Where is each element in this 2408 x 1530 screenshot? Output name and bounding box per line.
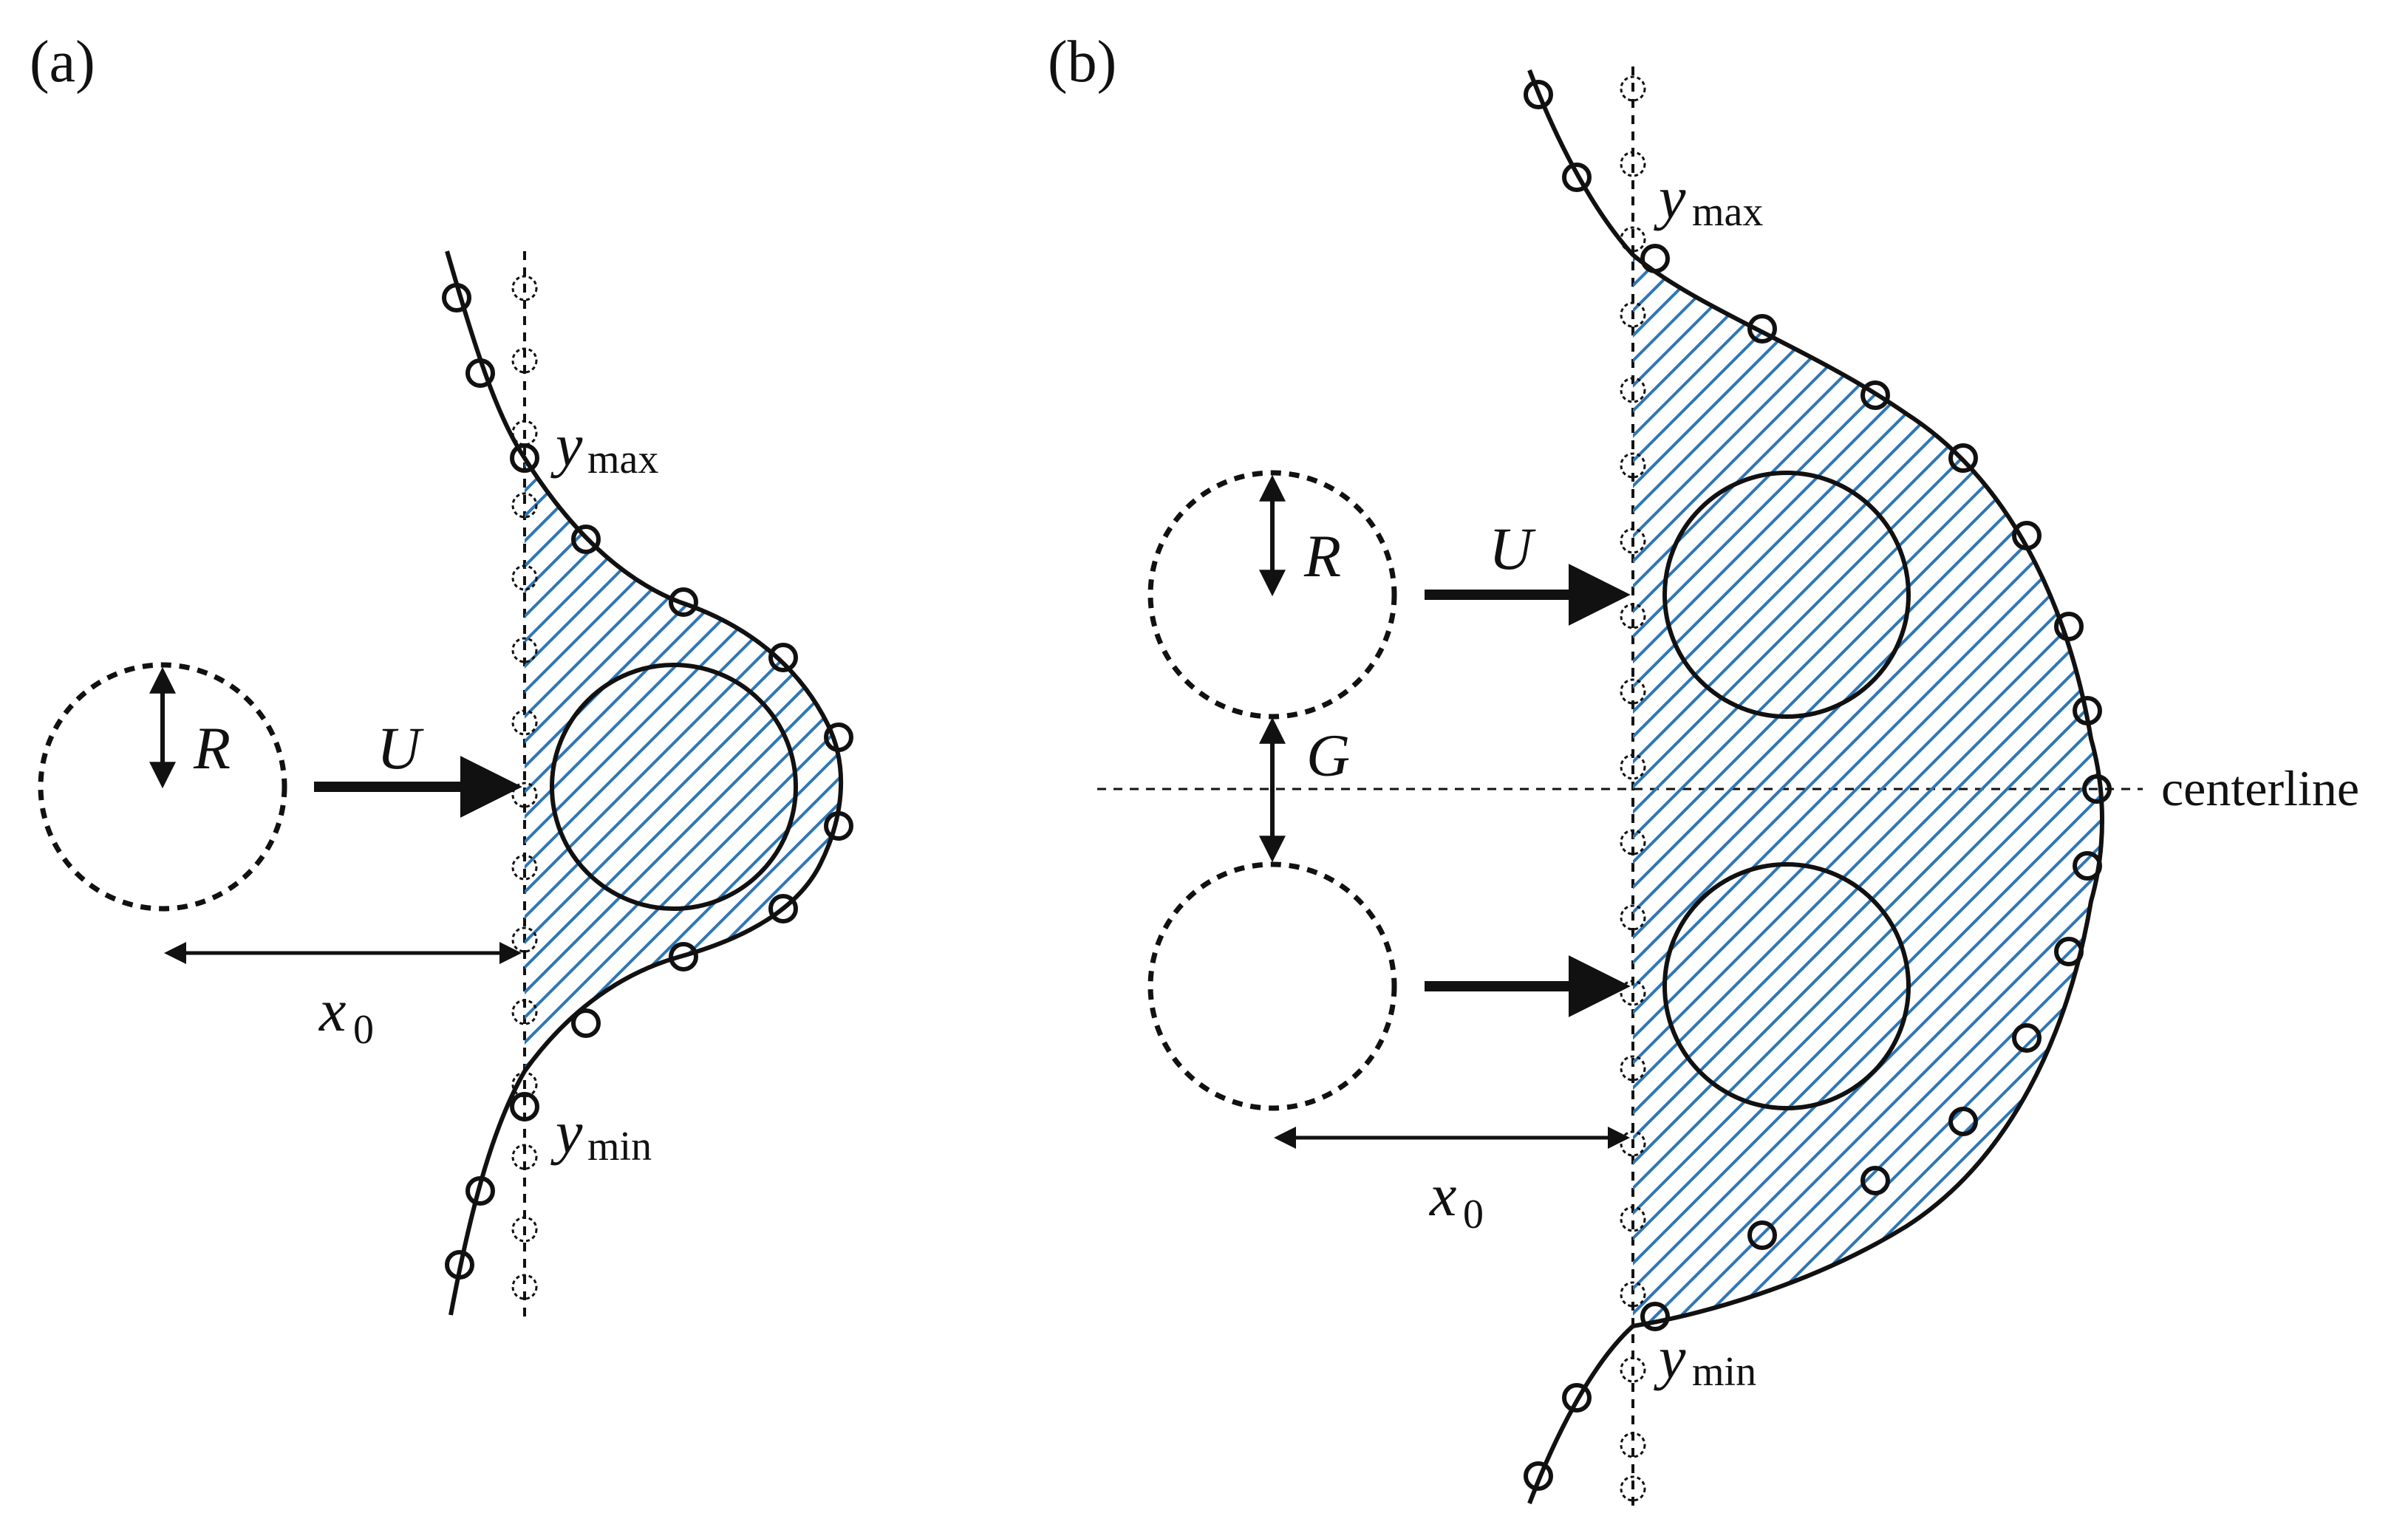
panel-a-ymin-label: y — [550, 1099, 583, 1166]
panel-b-ymin-label: y — [1654, 1324, 1686, 1391]
panel-b-ymax-label: y — [1654, 164, 1686, 231]
panel-b-distance-subscript: 0 — [1463, 1192, 1484, 1237]
panel-a-curve-markers — [442, 283, 853, 1280]
panel-b-label: (b) — [1048, 30, 1116, 95]
panel-a-hatched-region — [525, 458, 842, 1071]
panel-b-particle-lower — [1662, 862, 1911, 1110]
panel-a-ymax-subscript: max — [587, 437, 658, 482]
panel-a-ymin-subscript: min — [587, 1124, 652, 1169]
panel-a-distance-label: x — [318, 977, 346, 1044]
panel-b-centerline-label: centerline — [2161, 760, 2359, 816]
panel-b-initial-particle-lower — [1147, 861, 1397, 1111]
panel-a-particle — [550, 663, 798, 911]
panel-b-interface-curve — [1527, 69, 2104, 1505]
panel-b-velocity-label: U — [1489, 515, 1536, 582]
panel-a-label: (a) — [30, 30, 95, 95]
panel-a-distance-subscript: 0 — [353, 1007, 374, 1053]
panel-a: (a) — [30, 30, 853, 1322]
panel-b-initial-particle-upper — [1147, 470, 1397, 720]
panel-b-gap-label: G — [1306, 722, 1350, 789]
panel-a-initial-particle — [38, 662, 287, 912]
panel-b: (b) centerline — [1048, 30, 2359, 1511]
panel-a-radius-label: R — [193, 714, 231, 782]
panel-a-reference-markers — [511, 275, 538, 1300]
panel-a-ymax-label: y — [550, 411, 583, 479]
panel-b-curve-markers — [1524, 80, 2112, 1491]
panel-a-interface-curve — [445, 250, 844, 1316]
panel-b-particle-upper — [1662, 471, 1911, 719]
panel-b-ymax-subscript: max — [1692, 189, 1763, 235]
panel-b-reference-markers — [1620, 75, 1646, 1502]
panel-a-velocity-label: U — [377, 714, 424, 782]
panel-b-distance-label: x — [1429, 1161, 1456, 1229]
panel-b-ymin-subscript: min — [1692, 1349, 1756, 1395]
panel-b-radius-label: R — [1303, 522, 1341, 590]
